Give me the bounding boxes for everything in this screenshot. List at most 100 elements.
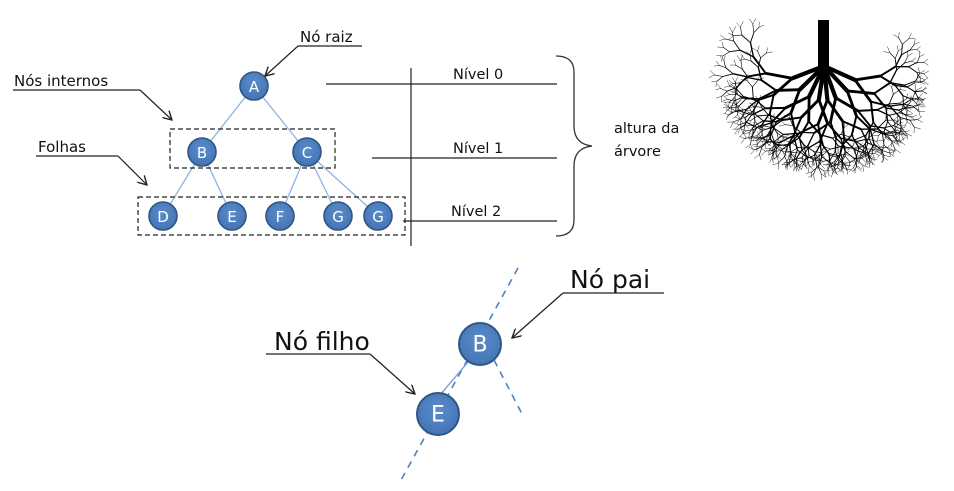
root-branch	[897, 119, 904, 121]
root-branch	[782, 132, 801, 136]
root-branch	[909, 119, 915, 128]
node-A: A	[239, 71, 269, 101]
root-branch	[869, 100, 875, 124]
root-branch	[734, 104, 737, 111]
node-label: C	[302, 144, 312, 162]
root-branch	[898, 134, 901, 141]
root-label: Nó raiz	[300, 28, 353, 46]
root-branch	[740, 127, 744, 135]
root-branch	[782, 151, 790, 153]
root-branch	[758, 138, 764, 141]
root-branch	[898, 32, 900, 38]
root-branch	[772, 76, 794, 97]
root-branch	[745, 120, 752, 122]
root-branch	[891, 82, 894, 88]
root-branch	[720, 55, 724, 62]
root-branch	[884, 105, 887, 112]
root-branch	[881, 150, 891, 154]
root-branch	[843, 123, 849, 129]
root-branch	[914, 38, 916, 45]
root-branch	[722, 73, 734, 77]
root-branch	[909, 49, 918, 51]
root-branch	[901, 134, 908, 136]
root-branch	[897, 47, 903, 52]
root-branch	[923, 70, 929, 75]
root-branch	[841, 120, 846, 141]
root-branch	[920, 99, 925, 106]
root-branch	[821, 173, 827, 178]
root-branch	[841, 120, 862, 131]
root-branch	[772, 142, 781, 151]
root-branch	[728, 106, 737, 112]
root-branch	[769, 93, 775, 114]
root-branch	[912, 97, 921, 101]
root-branch	[733, 34, 743, 36]
level0-label: Nível 0	[453, 67, 503, 83]
root-branch	[920, 98, 925, 105]
root-branch	[915, 87, 922, 91]
root-branch	[918, 97, 920, 105]
root-branch	[872, 146, 880, 151]
root-branch	[837, 160, 840, 168]
root-branch	[748, 106, 754, 109]
root-branch	[782, 135, 789, 137]
root-branch	[741, 54, 745, 60]
root-branch	[898, 107, 906, 114]
root-branch	[761, 127, 773, 131]
root-branch	[771, 151, 775, 158]
root-branch	[838, 164, 844, 169]
root-branch	[796, 160, 799, 167]
root-branch	[771, 157, 774, 164]
level1-label: Nível 1	[453, 141, 503, 157]
root-branch	[907, 52, 913, 57]
root-branch	[807, 162, 812, 168]
root-branch	[837, 169, 842, 173]
root-branch	[789, 158, 797, 163]
root-branch	[752, 18, 756, 25]
root-branch	[855, 114, 872, 131]
root-branch	[834, 137, 837, 152]
root-branch	[735, 64, 743, 70]
root-branch	[923, 73, 929, 79]
root-branch	[775, 147, 778, 156]
root-branch	[911, 114, 917, 118]
root-branch	[812, 150, 819, 159]
root-branch	[840, 152, 844, 164]
root-branch	[873, 129, 881, 134]
root-branch	[817, 98, 829, 125]
root-branch	[897, 122, 903, 125]
root-branch	[756, 145, 761, 152]
root-branch	[789, 88, 802, 115]
root-branch	[740, 60, 743, 70]
root-branch	[794, 162, 801, 166]
root-branch	[807, 132, 815, 146]
root-branch	[812, 150, 822, 154]
root-branch	[728, 101, 730, 108]
root-branch	[829, 165, 833, 171]
root-branch	[771, 150, 774, 159]
root-branch	[775, 147, 784, 152]
node-circle	[187, 137, 217, 167]
root-branch	[745, 110, 754, 118]
root-branch	[896, 139, 901, 143]
root-branch	[888, 114, 896, 124]
root-branch	[785, 140, 793, 143]
root-branch	[849, 167, 854, 172]
root-branch	[917, 104, 924, 108]
root-branch	[919, 69, 926, 74]
root-branch	[758, 89, 778, 100]
root-branch	[736, 76, 748, 89]
root-branch	[899, 132, 906, 135]
root-branch	[744, 58, 752, 62]
root-branch	[823, 170, 831, 172]
root-branch	[723, 113, 730, 116]
root-branch	[729, 35, 734, 40]
root-branch	[813, 165, 818, 175]
root-branch	[913, 90, 923, 92]
root-branch	[820, 163, 825, 169]
root-branch	[744, 124, 749, 129]
root-branch	[736, 104, 742, 109]
root-branch	[772, 162, 779, 166]
root-branch	[804, 160, 807, 167]
root-branch	[808, 165, 810, 173]
